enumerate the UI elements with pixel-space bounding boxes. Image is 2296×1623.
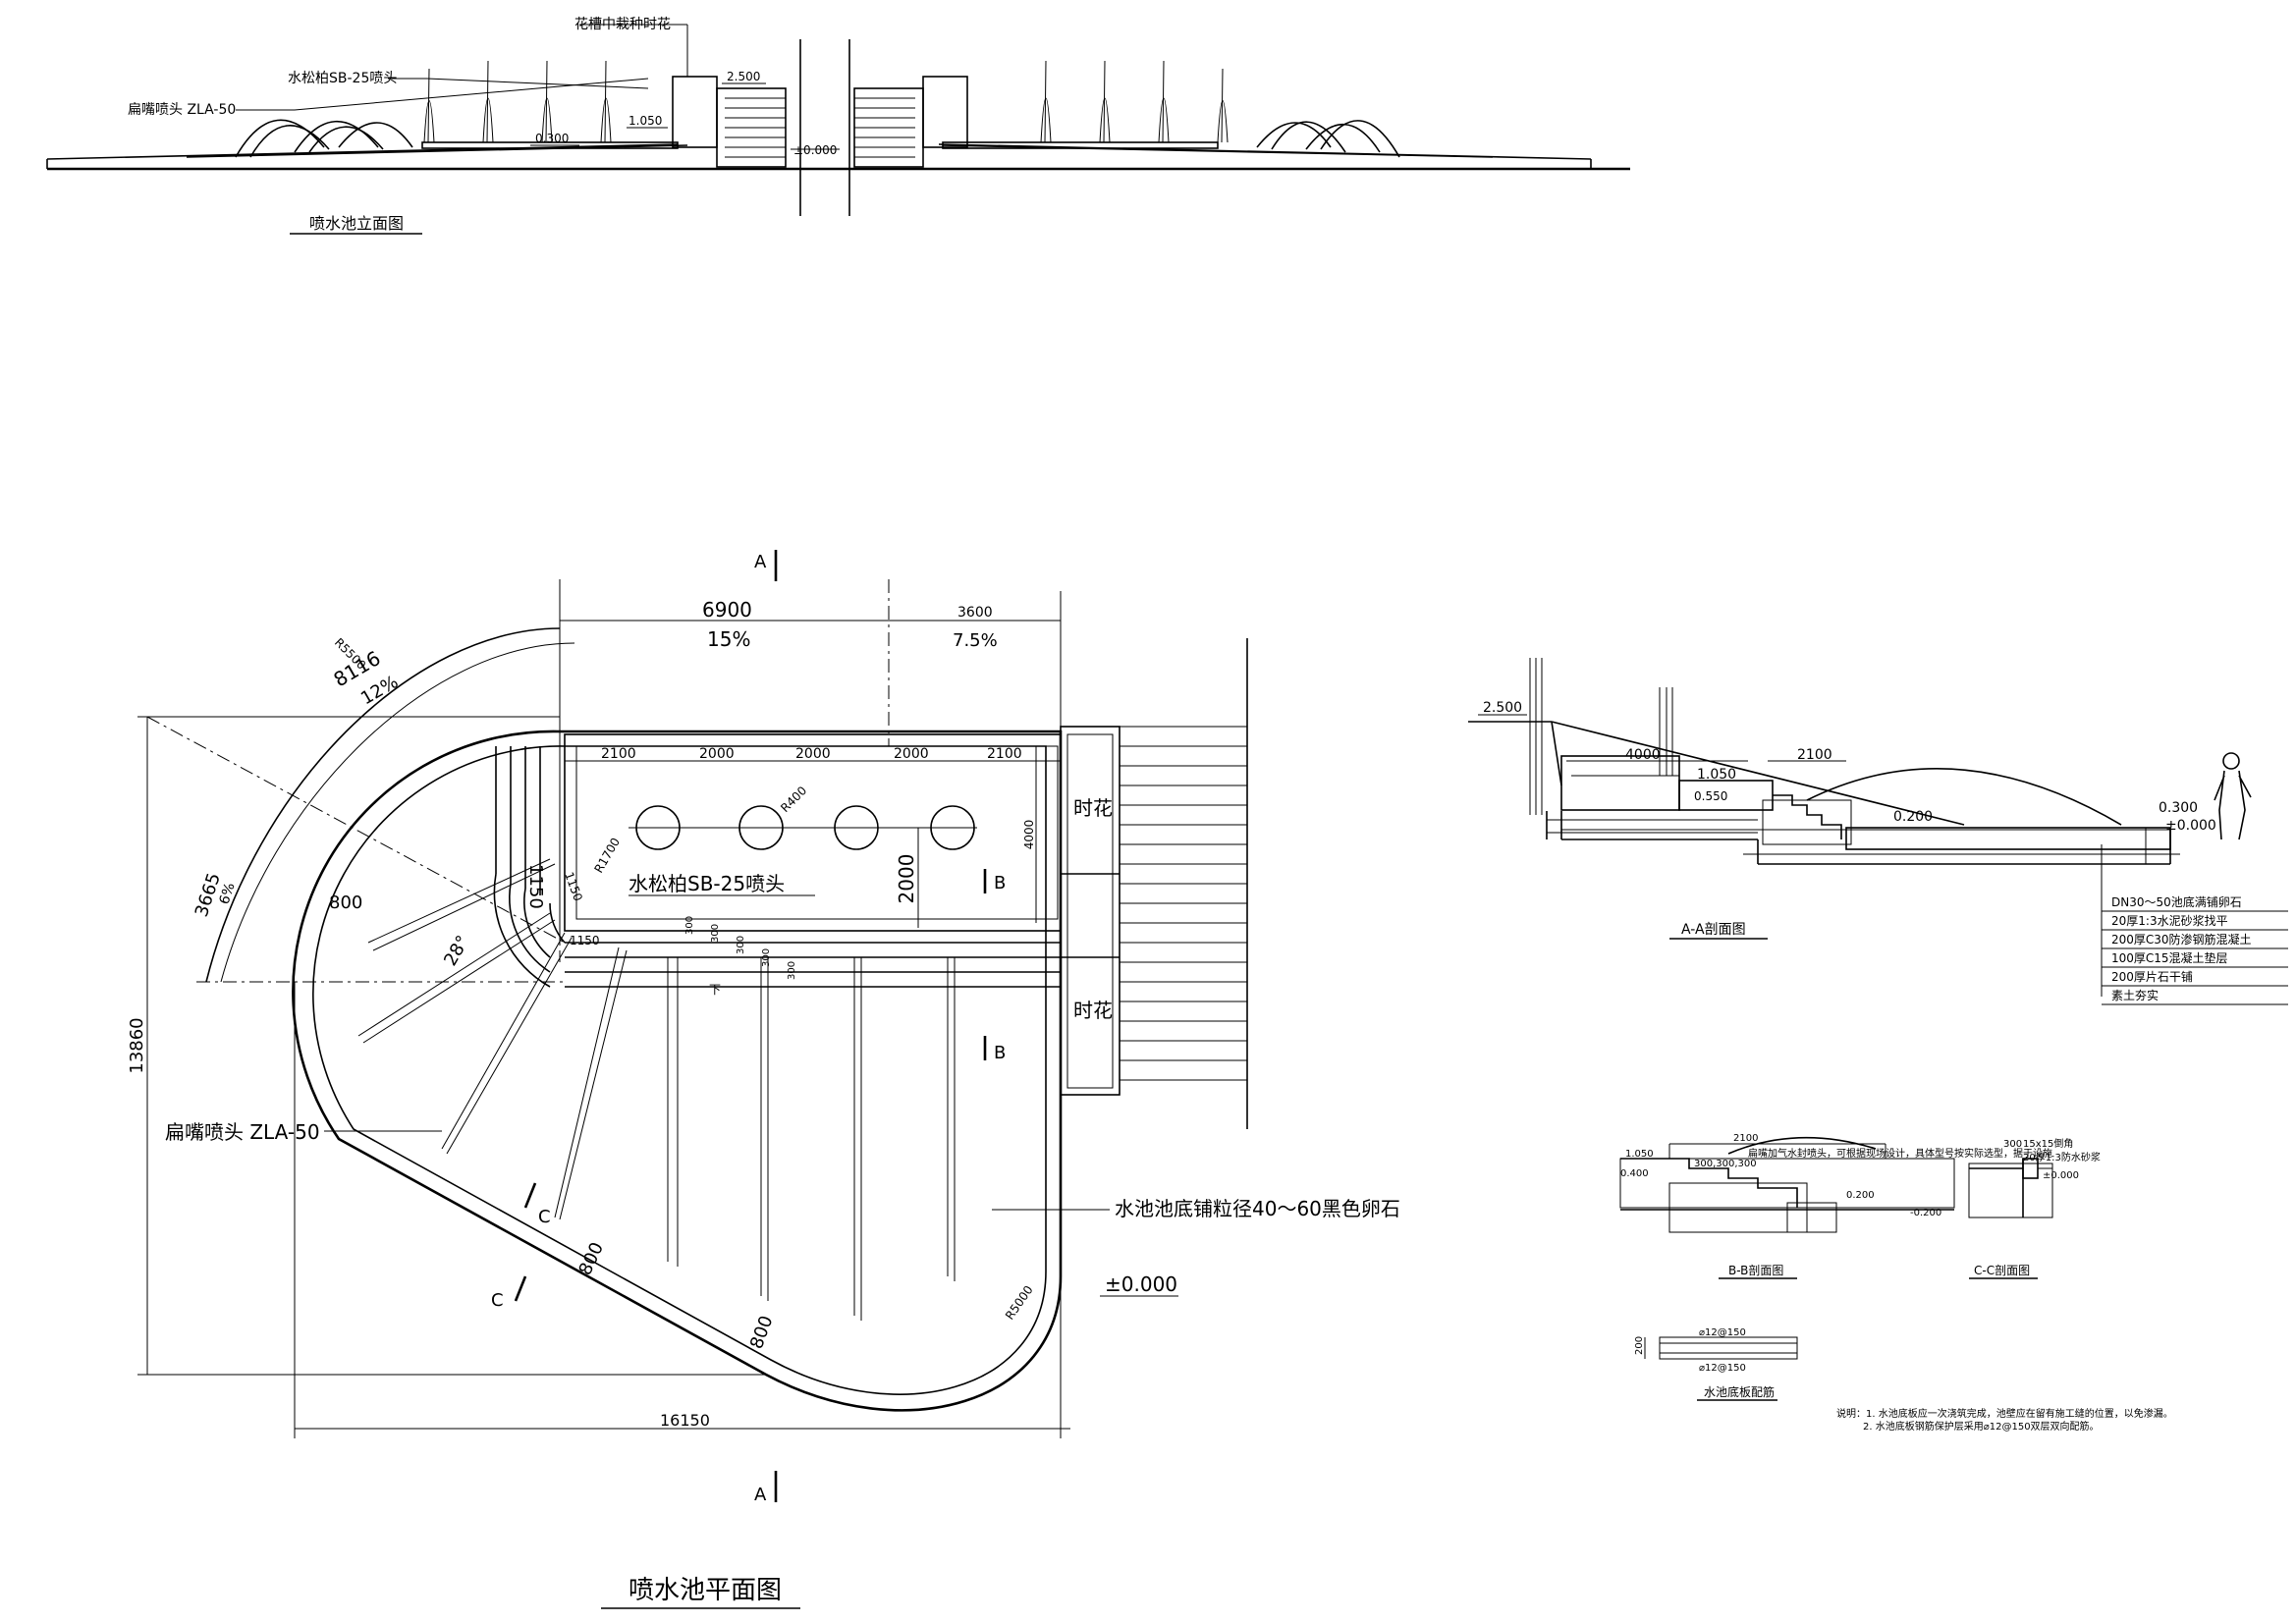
plan-dim-1150-c: 1150 bbox=[570, 934, 600, 947]
aa-layer-6: 素土夯实 bbox=[2111, 988, 2159, 1002]
aa-dim-2100: 2100 bbox=[1797, 747, 1832, 763]
section-bb-title: B-B剖面图 bbox=[1728, 1264, 1783, 1277]
section-cc: 15x15倒角 20厚1:3防水砂浆 ±0.000 300 C-C剖面图 bbox=[1968, 1138, 2101, 1279]
plan-dim-2000-b: 2000 bbox=[795, 746, 831, 762]
elev-label-zla50: 扁嘴喷头 ZLA-50 bbox=[128, 102, 236, 118]
elevation-title: 喷水池立面图 bbox=[309, 214, 404, 233]
aa-layer-4: 100厚C15混凝土垫层 bbox=[2111, 950, 2228, 965]
plan-section-mark-c-1: C bbox=[538, 1207, 551, 1227]
plan-dim-2100-b: 2100 bbox=[987, 746, 1022, 762]
plan-dim-800-c: 800 bbox=[746, 1313, 777, 1351]
plan-section-mark-b-1: B bbox=[994, 873, 1006, 893]
bb-dims-300: 300,300,300 bbox=[1694, 1159, 1757, 1169]
plan-dim-300-d: 300 bbox=[761, 948, 772, 967]
plan-dim-r1700: R1700 bbox=[591, 836, 623, 876]
section-bb: 2100 扁嘴加气水封喷头，可根据现场设计，具体型号按实际选型，据于设施 1.0… bbox=[1619, 1133, 2052, 1279]
plan-dim-300-b: 300 bbox=[710, 924, 721, 943]
note-line-1: 说明：1. 水池底板应一次浇筑完成，池壁应在留有施工缝的位置，以免渗漏。 bbox=[1836, 1407, 2173, 1420]
plan-label-sb25: 水松柏SB-25喷头 bbox=[629, 872, 785, 895]
plan-dim-800-a: 800 bbox=[329, 893, 362, 913]
cc-note-4: 300 bbox=[2003, 1139, 2022, 1150]
plan-dim-angle-28: 28° bbox=[440, 932, 473, 969]
cc-note-3: ±0.000 bbox=[2043, 1170, 2079, 1181]
aa-level-0000: ±0.000 bbox=[2165, 818, 2216, 834]
plan-dim-300-a: 300 bbox=[684, 916, 695, 935]
plan-label-zla50: 扁嘴喷头 ZLA-50 bbox=[165, 1120, 320, 1144]
plan-label-down: 下 bbox=[709, 983, 721, 997]
bb-level-minus-0200: -0.200 bbox=[1910, 1208, 1941, 1218]
slab-reinforcement: 200 ⌀12@150 ⌀12@150 水池底板配筋 bbox=[1634, 1327, 1798, 1401]
plan-label-pebbles: 水池池底铺粒径40～60黑色卵石 bbox=[1115, 1197, 1400, 1220]
plan-dim-3600: 3600 bbox=[957, 605, 993, 621]
plan-stairs-right bbox=[1120, 638, 1248, 1129]
bb-dim-2100: 2100 bbox=[1733, 1133, 1758, 1144]
plan-dim-2000-v: 2000 bbox=[895, 854, 918, 904]
plan-section-mark-a-top: A bbox=[754, 552, 767, 572]
bb-note: 扁嘴加气水封喷头，可根据现场设计，具体型号按实际选型，据于设施 bbox=[1748, 1147, 2052, 1160]
bb-level-0400: 0.400 bbox=[1620, 1168, 1649, 1179]
aa-layer-1: DN30～50池底满铺卵石 bbox=[2111, 894, 2242, 909]
plan-dim-6pct: 6% bbox=[217, 881, 239, 906]
aa-layer-3: 200厚C30防渗钢筋混凝土 bbox=[2111, 932, 2252, 947]
aa-level-0300: 0.300 bbox=[2159, 800, 2198, 816]
elev-level-1050: 1.050 bbox=[629, 114, 662, 128]
plan-dim-2100-a: 2100 bbox=[601, 746, 636, 762]
plan-dim-16150: 16150 bbox=[660, 1411, 710, 1430]
aa-level-2500: 2.500 bbox=[1483, 700, 1522, 716]
section-cc-title: C-C剖面图 bbox=[1974, 1264, 2030, 1277]
plan-section-mark-a-bottom: A bbox=[754, 1485, 767, 1505]
drawing-notes: 说明：1. 水池底板应一次浇筑完成，池壁应在留有施工缝的位置，以免渗漏。 2. … bbox=[1836, 1407, 2173, 1433]
plan-dim-r400: R400 bbox=[778, 784, 809, 815]
aa-level-0200: 0.200 bbox=[1893, 809, 1933, 825]
slab-rebar-top: ⌀12@150 bbox=[1699, 1327, 1746, 1338]
plan-section-mark-c-2: C bbox=[491, 1290, 504, 1311]
note-line-2: 2. 水池底板钢筋保护层采用⌀12@150双层双向配筋。 bbox=[1863, 1420, 2100, 1433]
aa-level-0550: 0.550 bbox=[1694, 789, 1727, 803]
section-aa-title: A-A剖面图 bbox=[1681, 922, 1746, 938]
slab-title: 水池底板配筋 bbox=[1704, 1384, 1775, 1399]
cc-note-2: 20厚1:3防水砂浆 bbox=[2023, 1151, 2101, 1163]
plan-dim-300-c: 300 bbox=[736, 936, 746, 954]
aa-layer-2: 20厚1:3水泥砂浆找平 bbox=[2111, 913, 2228, 928]
bb-level-1050: 1.050 bbox=[1625, 1149, 1654, 1160]
plan-section-mark-b-2: B bbox=[994, 1043, 1006, 1063]
fountain-plan: A A bbox=[127, 550, 1400, 1609]
aa-level-1050: 1.050 bbox=[1697, 767, 1736, 783]
aa-layer-5: 200厚片石干铺 bbox=[2111, 970, 2193, 984]
plan-dim-800-b: 800 bbox=[574, 1239, 608, 1278]
plan-dim-15pct: 15% bbox=[707, 627, 750, 651]
section-aa: 2.500 4000 2100 1.050 0.550 0.200 0.300 … bbox=[1468, 658, 2288, 1005]
plan-title: 喷水池平面图 bbox=[629, 1576, 782, 1605]
cc-note-1: 15x15倒角 bbox=[2023, 1138, 2073, 1150]
slab-thickness: 200 bbox=[1634, 1336, 1645, 1355]
plan-label-flowers-2: 时花 bbox=[1073, 999, 1113, 1022]
elev-label-sb25: 水松柏SB-25喷头 bbox=[288, 71, 397, 86]
elev-level-0300: 0.300 bbox=[535, 132, 569, 145]
plan-dim-r5000: R5000 bbox=[1003, 1283, 1036, 1323]
slab-rebar-bottom: ⌀12@150 bbox=[1699, 1363, 1746, 1374]
elev-level-2500: 2.500 bbox=[727, 70, 760, 83]
plan-label-flowers-1: 时花 bbox=[1073, 796, 1113, 820]
fountain-elevation: 花槽中栽种时花 水松柏SB-25喷头 扁嘴喷头 ZLA-50 2.500 1.0… bbox=[46, 17, 1630, 235]
plan-dim-75pct: 7.5% bbox=[953, 630, 998, 651]
plan-dim-1150-a: 1150 bbox=[525, 864, 546, 909]
plan-dim-2000-c: 2000 bbox=[894, 746, 929, 762]
elev-level-0000: ±0.000 bbox=[793, 143, 837, 157]
plan-level-0000: ±0.000 bbox=[1105, 1272, 1177, 1296]
plan-dim-4000: 4000 bbox=[1022, 820, 1036, 850]
aa-dim-4000: 4000 bbox=[1625, 747, 1661, 763]
plan-dim-2000-a: 2000 bbox=[699, 746, 735, 762]
plan-dim-6900: 6900 bbox=[702, 598, 752, 622]
plan-dim-300-e: 300 bbox=[787, 961, 797, 980]
plan-dim-13860: 13860 bbox=[127, 1017, 147, 1073]
elev-label-flowers: 花槽中栽种时花 bbox=[574, 17, 671, 32]
bb-level-0200: 0.200 bbox=[1846, 1190, 1875, 1201]
